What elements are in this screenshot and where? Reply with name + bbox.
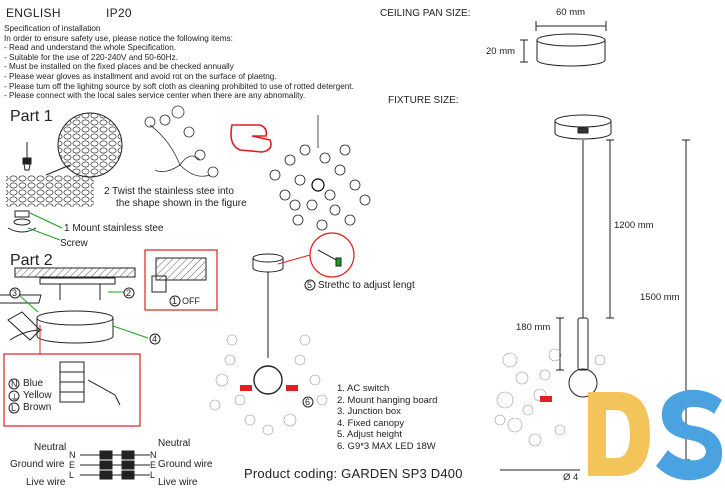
wire-blue: Blue <box>23 378 44 389</box>
fixture-drawing <box>500 114 690 471</box>
part1-step2: 2 Twist the stainless stee into <box>104 186 234 197</box>
wiring-n-right: N <box>150 450 157 460</box>
wiring-e-left: E <box>69 460 76 470</box>
switch-inset-frame <box>144 249 218 311</box>
part1-title: Part 1 <box>10 108 53 125</box>
ceiling-pan-height: 20 mm <box>486 46 516 57</box>
callout-circles <box>9 279 316 408</box>
legend-item: 3. Junction box <box>337 406 401 417</box>
spec-item: - Please connect with the local sales se… <box>4 91 306 101</box>
spec-block: Specification of installation In order t… <box>4 24 399 101</box>
lamp-marker <box>540 396 552 402</box>
wiring-live-right: Live wire <box>158 477 198 488</box>
dim-180: 180 mm <box>516 322 551 333</box>
wiring-e-right: E <box>150 460 157 470</box>
ceiling-pan-width: 60 mm <box>556 7 586 18</box>
spec-intro: In order to ensure safety use, please no… <box>4 33 233 43</box>
wiring-inset-frame <box>3 353 141 427</box>
adjust-label: Strethc to adjust lengt <box>318 280 415 291</box>
dim-diameter: Ø 4 <box>563 472 579 483</box>
legend-item: 2. Mount hanging board <box>337 394 438 406</box>
spec-item: - Please tum off the lighitng source by … <box>4 81 354 91</box>
screw-drawing <box>7 210 37 233</box>
callout-6: 6 <box>305 397 311 407</box>
ceiling-hatch <box>14 267 136 278</box>
zoom-leader <box>277 254 311 265</box>
switch-inset <box>151 257 207 293</box>
sym-l: L <box>11 403 17 413</box>
part1-bulb-icon <box>22 142 32 171</box>
legend-item: 4. Fixed canopy <box>337 417 405 429</box>
spec-item: - Read and understand the whole Specific… <box>4 43 177 53</box>
spec-item: - Must be installed on the fixed places … <box>4 62 234 72</box>
callout-3: 3 <box>12 288 18 298</box>
dim-1200: 1200 mm <box>614 220 654 231</box>
wiring-live-left: Live wire <box>26 477 66 488</box>
adjust-zoom <box>309 232 355 278</box>
zoom-line <box>45 164 71 176</box>
callout-1: 1 <box>172 296 178 306</box>
twist-branch-drawing <box>144 105 219 178</box>
leader-1 <box>29 212 63 229</box>
wiring-n-left: N <box>69 450 76 460</box>
legend-item: 5. Adjust height <box>337 429 402 440</box>
fixture-size-label: FIXTURE SIZE: <box>388 95 459 106</box>
ceiling-pan-drawing <box>520 21 607 67</box>
legend-item: 1. AC switch <box>337 383 390 394</box>
sym-e: ⏚ <box>10 393 20 403</box>
wire-yellow: Yellow <box>23 390 52 401</box>
wiring-neutral-right: Neutral <box>158 438 191 449</box>
wire-connectors <box>80 450 150 480</box>
center-branches <box>209 334 328 436</box>
spec-title: Specification of installation <box>4 24 101 33</box>
glove-icon <box>230 124 272 153</box>
callout-5: 5 <box>307 280 313 290</box>
legend-list: 1. AC switch 2. Mount hanging board 3. J… <box>337 383 437 452</box>
spec-item: - Suitable for the use of 220-240V and 5… <box>4 52 178 62</box>
symbol-circles <box>8 378 20 414</box>
lamp-red-left <box>240 385 252 391</box>
adjust-detail <box>317 249 342 267</box>
dim-1500: 1500 mm <box>640 292 680 303</box>
wire-brown: Brown <box>23 402 52 413</box>
callout-2: 2 <box>126 288 132 298</box>
product-coding: Product coding: GARDEN SP3 D400 <box>244 466 463 481</box>
canopy-center <box>252 253 284 395</box>
mesh-roll <box>6 175 94 207</box>
part1-step2b: the shape shown in the figure <box>116 198 247 209</box>
language-label: ENGLISH <box>6 6 61 20</box>
spec-item: - Please wear gloves as installment and … <box>4 71 277 81</box>
screw-label: Screw <box>60 238 88 249</box>
wiring-ground-left: Ground wire <box>10 459 65 470</box>
mesh-zoom <box>57 112 123 178</box>
mount-bracket <box>0 277 116 344</box>
ip-rating: IP20 <box>106 6 132 20</box>
part2-leaders <box>19 291 149 339</box>
leader-screw <box>27 227 61 241</box>
terminal-block <box>59 361 121 406</box>
callout-4: 4 <box>152 334 158 344</box>
wiring-l-right: L <box>150 470 156 480</box>
ds-logo <box>588 389 723 481</box>
sym-n: N <box>11 379 18 389</box>
wiring-neutral-left: Neutral <box>34 442 67 453</box>
ceiling-pan-label: CEILING PAN SIZE: <box>380 8 471 19</box>
legend-item: 6. G9*3 MAX LED 18W <box>337 440 436 452</box>
lamp-red-right <box>286 385 298 391</box>
part1-step1: 1 Mount stainless stee <box>64 223 164 234</box>
wiring-l-left: L <box>69 470 75 480</box>
branch-cluster <box>269 115 371 231</box>
wiring-ground-right: Ground wire <box>158 459 213 470</box>
off-label: OFF <box>182 296 200 306</box>
part2-title: Part 2 <box>10 252 53 269</box>
